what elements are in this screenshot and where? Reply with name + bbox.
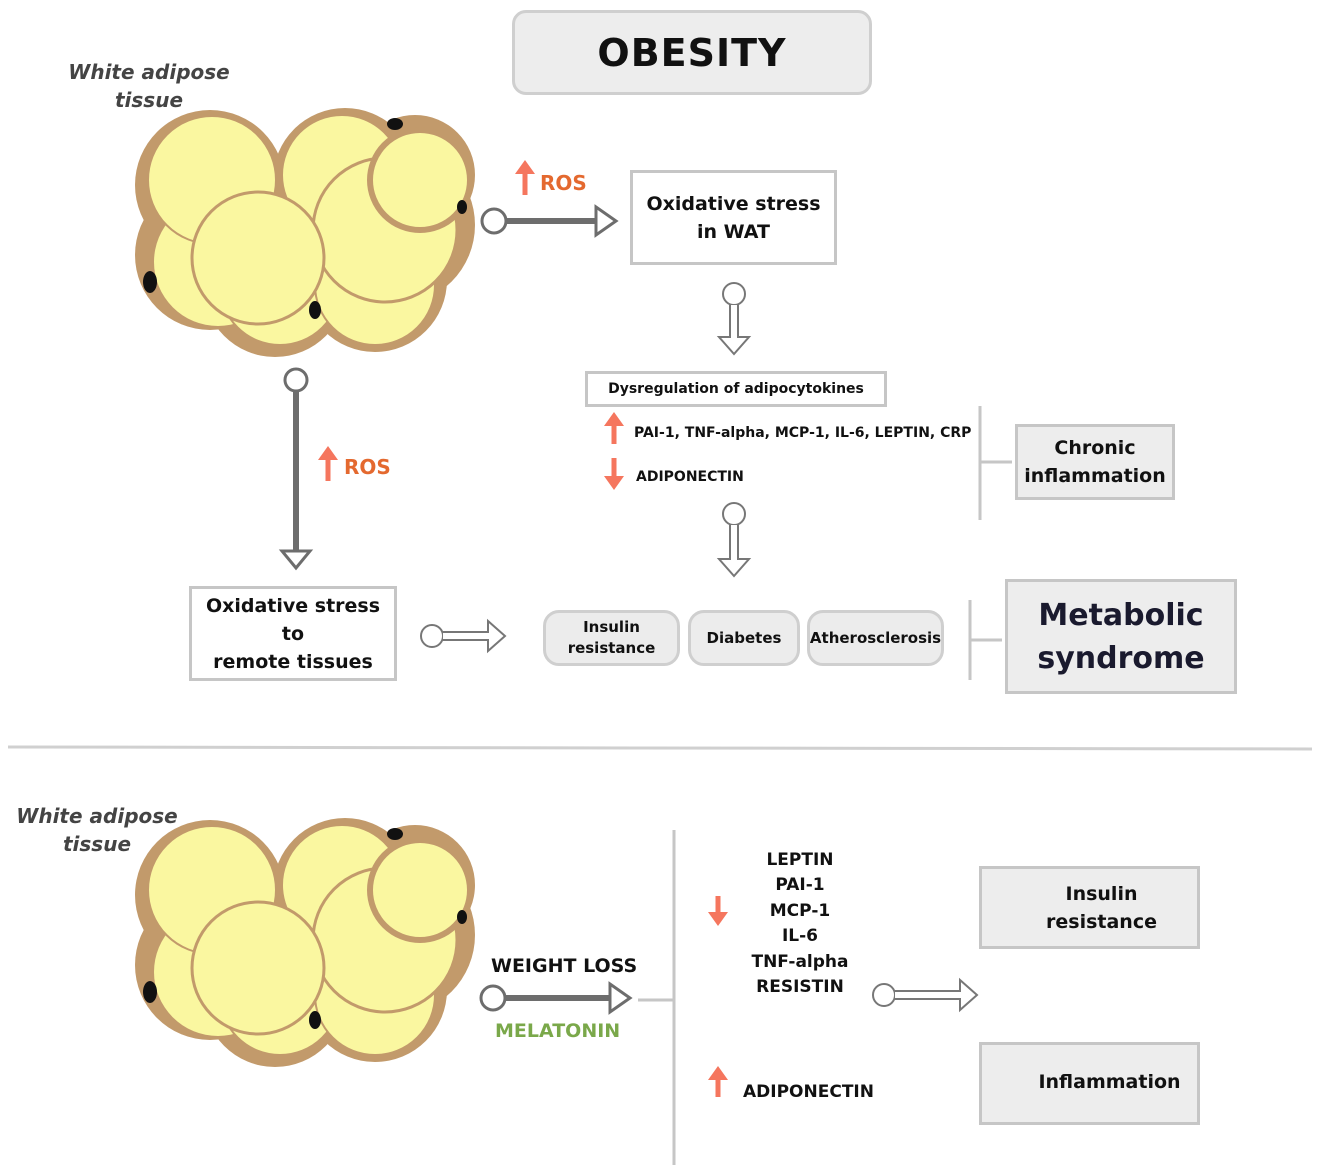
ros-label-left: ROS bbox=[344, 455, 391, 479]
outcome-insulin-resistance-box: Insulin resistance bbox=[979, 866, 1200, 949]
down-arrow-adiponectin bbox=[604, 458, 624, 490]
down-arrow-markers bbox=[708, 896, 728, 926]
marker-resistin: RESISTIN bbox=[756, 977, 844, 998]
arrow-oxidative-to-dysregulation bbox=[716, 282, 752, 356]
chronic-inflammation-box: Chronic inflammation bbox=[1015, 424, 1175, 500]
outcome-insulin-resistance-label: Insulin resistance bbox=[1046, 882, 1157, 933]
up-arrow-adiponectin bbox=[708, 1066, 728, 1097]
adipose-tissue-bottom bbox=[135, 818, 475, 1067]
condition-diabetes: Diabetes bbox=[688, 610, 800, 666]
adipose-tissue-top bbox=[135, 108, 475, 357]
arrow-wat-to-oxidative bbox=[480, 204, 619, 238]
up-arrow-adipokines bbox=[604, 412, 624, 444]
upregulated-markers: PAI-1, TNF-alpha, MCP-1, IL-6, LEPTIN, C… bbox=[634, 425, 972, 441]
title-box: OBESITY bbox=[512, 10, 872, 95]
outcome-inflammation-box: Inflammation bbox=[979, 1042, 1200, 1125]
dysregulation-label: Dysregulation of adipocytokines bbox=[608, 381, 864, 397]
bracket-metabolic-syndrome bbox=[968, 600, 1002, 680]
marker-mcp-1: MCP-1 bbox=[769, 900, 831, 921]
metabolic-syndrome-box: Metabolic syndrome bbox=[1005, 579, 1237, 694]
marker-leptin: LEPTIN bbox=[766, 850, 834, 870]
arrow-markers-to-outcomes bbox=[872, 977, 979, 1013]
increased-adiponectin: ADIPONECTIN bbox=[743, 1082, 874, 1102]
oxidative-stress-wat-box: Oxidative stress in WAT bbox=[630, 170, 837, 265]
decreased-markers-list: LEPTIN PAI-1 MCP-1 IL-6 TNF-alpha RESIST… bbox=[740, 848, 860, 1000]
weight-loss-label: WEIGHT LOSS bbox=[491, 955, 638, 977]
marker-il-6: IL-6 bbox=[781, 926, 819, 947]
section-divider bbox=[7, 745, 1313, 751]
melatonin-label: MELATONIN bbox=[495, 1020, 621, 1042]
marker-pai-1: PAI-1 bbox=[775, 875, 825, 896]
page-title: OBESITY bbox=[597, 30, 787, 75]
condition-atherosclerosis: Atherosclerosis bbox=[807, 610, 944, 666]
oxidative-stress-remote-box: Oxidative stress to remote tissues bbox=[189, 586, 397, 681]
ros-label-top: ROS bbox=[540, 171, 587, 195]
bracket-markers bbox=[638, 830, 676, 1165]
downregulated-adiponectin: ADIPONECTIN bbox=[636, 469, 744, 485]
up-arrow-ros-2 bbox=[318, 446, 338, 481]
arrow-dysregulation-to-conditions bbox=[716, 502, 752, 578]
wat-label-bottom: White adipose tissue bbox=[16, 804, 178, 856]
outcome-inflammation-label: Inflammation bbox=[1038, 1071, 1181, 1093]
arrow-weight-loss bbox=[479, 981, 633, 1015]
condition-insulin-resistance: Insulin resistance bbox=[543, 610, 680, 666]
arrow-wat-to-remote bbox=[278, 367, 314, 571]
bracket-chronic-inflammation bbox=[978, 406, 1012, 520]
marker-tnf-alpha: TNF-alpha bbox=[751, 951, 849, 972]
wat-label-top: White adipose tissue bbox=[68, 60, 230, 112]
dysregulation-box: Dysregulation of adipocytokines bbox=[585, 371, 887, 407]
arrow-remote-to-conditions bbox=[420, 618, 507, 654]
up-arrow-ros-1 bbox=[515, 160, 535, 195]
